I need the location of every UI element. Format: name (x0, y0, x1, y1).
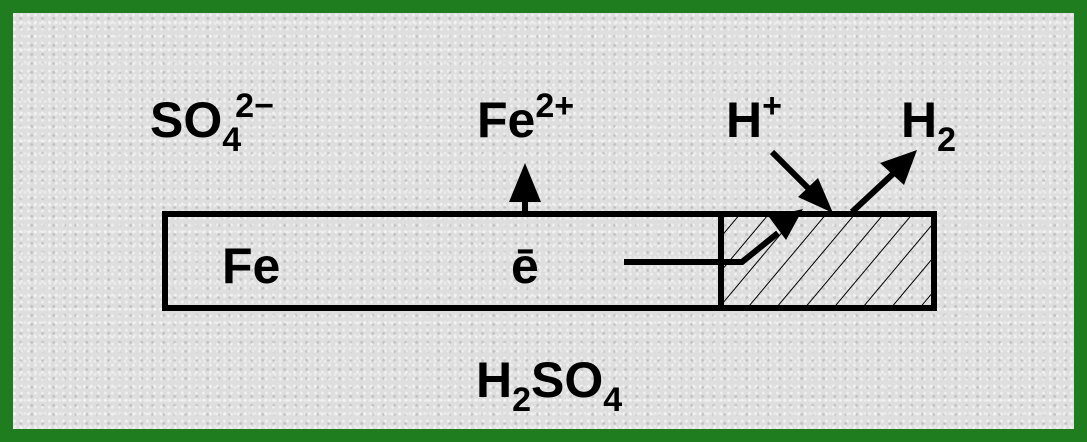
sulfate-ion-label: SO42− (150, 89, 274, 157)
iron-ion-arrow-head (509, 163, 541, 202)
acid-hydrogen: H (476, 352, 513, 408)
hydrogen-ion-arrow-head (798, 178, 833, 213)
acid-hydrogen-subscript: 2 (512, 381, 532, 419)
hydrogen-gas-subscript: 2 (937, 121, 957, 159)
sulfuric-acid-label: H2SO4 (476, 352, 622, 417)
electron-arrow-head (769, 209, 803, 240)
iron-label: Fe (222, 238, 281, 294)
hydrogen-ion-base: H (726, 92, 763, 148)
hydrogen-ion-arrow-shaft (769, 149, 813, 193)
hydrogen-gas-arrow-head (880, 150, 917, 185)
sulfate-charge: 2− (235, 87, 274, 125)
hydrogen-ion-charge: + (762, 87, 782, 125)
hydrogen-gas-label: H2 (901, 92, 956, 157)
iron-ion-label: Fe2+ (477, 89, 574, 148)
electron-arrow-shaft (624, 230, 780, 265)
iron-ion-charge: 2+ (535, 87, 575, 125)
acid-sulfate: SO (531, 352, 604, 408)
electron-label: ē (511, 238, 539, 294)
hydrogen-ion-label: H+ (726, 89, 782, 148)
iron-ion-base: Fe (477, 92, 536, 148)
hydrogen-gas-arrow-shaft (849, 169, 898, 215)
sulfate-subscript: 4 (222, 121, 242, 159)
hydrogen-gas-base: H (901, 92, 938, 148)
acid-sulfate-subscript: 4 (603, 381, 623, 419)
cathode-region (718, 211, 937, 311)
sulfate-base: SO (150, 92, 223, 148)
